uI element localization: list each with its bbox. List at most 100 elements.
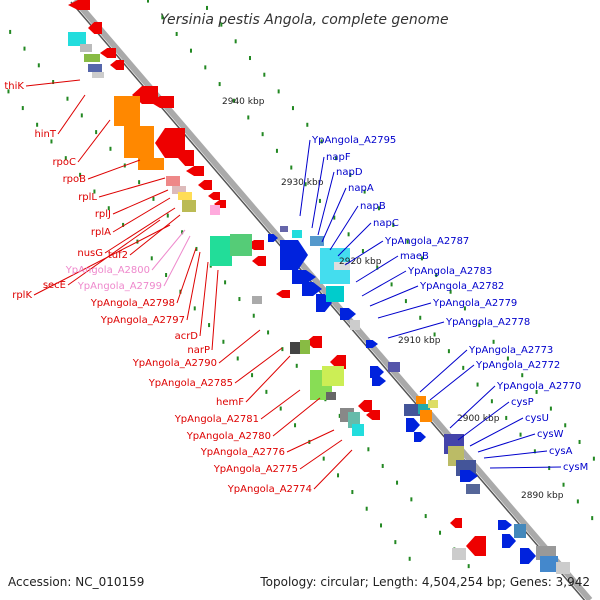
guide-dot [248,56,251,61]
gene-label[interactable]: napF [326,152,351,163]
guide-dot [506,356,509,361]
guide-dot [267,330,270,335]
leader-line [129,214,181,256]
gene-arrow [450,518,462,528]
leader-line [199,261,209,337]
gene-label[interactable]: YpAngola_A2797 [100,315,185,326]
gene-label[interactable]: secE [43,280,66,291]
gene-label[interactable]: napB [360,201,386,212]
gene-label[interactable]: thiK [4,81,24,92]
gene-label[interactable]: YpAngola_A2782 [419,281,504,292]
tick-label: 2930 kbp [281,178,324,188]
gene-label[interactable]: cysP [511,397,534,408]
gene-label[interactable]: YpAngola_A2770 [496,381,581,392]
guide-dot [410,497,413,502]
gene-label[interactable]: napA [348,183,374,194]
guide-dot [66,96,69,101]
gene-block [210,236,232,266]
gene-block [80,44,92,52]
gene-block [404,404,422,416]
guide-dot [420,256,423,261]
guide-dot [433,332,436,337]
leader-line [112,189,169,215]
gene-label[interactable]: YpAngola_A2776 [200,447,285,458]
gene-label[interactable]: maeB [400,251,429,262]
leader-line [33,224,171,296]
guide-dot [150,256,153,261]
tick-label: 2890 kbp [521,491,564,501]
gene-block [280,226,288,232]
gene-arrow [366,410,380,420]
gene-label[interactable]: cysA [549,446,573,457]
gene-label[interactable]: cysM [563,462,588,473]
gene-label[interactable]: napC [373,218,399,229]
gene-arrow [520,548,536,564]
guide-dot [347,232,350,237]
gene-label[interactable]: YpAngola_A2798 [90,298,175,309]
gene-block [418,404,430,414]
leader-line [98,177,166,198]
gene-label[interactable]: YpAngola_A2790 [132,358,217,369]
gene-label[interactable]: nusG [77,248,103,259]
guide-dot [281,347,284,352]
gene-label[interactable]: cysW [537,429,564,440]
gene-label[interactable]: YpAngola_A2779 [432,298,517,309]
guide-dot [363,189,366,194]
guide-dot [533,449,536,454]
guide-dot [419,315,422,320]
gene-label[interactable]: rplJ [95,209,111,220]
gene-label[interactable]: YpAngola_A2773 [468,345,553,356]
gene-label[interactable]: YpAngola_A2795 [311,135,396,146]
gene-label[interactable]: YpAngola_A2775 [213,464,298,475]
gene-label[interactable]: YpAngola_A2778 [445,317,530,328]
gene-label[interactable]: hinT [34,129,56,140]
gene-block [68,32,86,46]
gene-label[interactable]: tuf2 [108,250,128,261]
guide-dot [238,297,241,302]
gene-label[interactable]: rplK [12,290,32,301]
topology-text: Topology: circular; Length: 4,504,254 bp… [259,575,590,589]
leader-line [344,240,384,266]
gene-label[interactable]: YpAngola_A2780 [186,431,271,442]
gene-block [420,410,432,422]
gene-label[interactable]: YpAngola_A2787 [384,236,469,247]
gene-arrow [466,536,486,556]
gene-label[interactable]: rpoC [52,157,76,168]
gene-arrow [268,234,278,242]
gene-block [114,96,140,126]
gene-label[interactable]: YpAngola_A2799 [77,281,162,292]
gene-label[interactable]: YpAngola_A2800 [65,265,150,276]
gene-arrow [198,180,212,190]
gene-label[interactable]: rplA [91,227,111,238]
gene-label[interactable]: YpAngola_A2781 [174,414,259,425]
guide-dot [591,516,594,521]
gene-label[interactable]: YpAngola_A2774 [227,484,312,495]
leader-line [299,139,311,217]
guide-dot [21,106,24,111]
gene-label[interactable]: narP [187,345,210,356]
guide-dot [290,165,293,170]
leader-line [489,466,562,469]
gene-label[interactable]: napD [336,167,363,178]
gene-label[interactable]: rpoB [63,174,87,185]
guide-dot [318,198,321,203]
gene-label[interactable]: hemF [216,397,244,408]
gene-label[interactable]: YpAngola_A2783 [407,266,492,277]
guide-dot [439,530,442,535]
guide-dot [232,98,235,103]
guide-dot [193,306,196,311]
gene-label[interactable]: rplL [78,192,97,203]
gene-label[interactable]: YpAngola_A2785 [148,378,233,389]
gene-label[interactable]: acrD [175,331,199,342]
leader-line [234,347,283,384]
guide-dot [333,215,336,220]
gene-label[interactable]: YpAngola_A2772 [475,360,560,371]
guide-dot [294,423,297,428]
guide-dot [252,313,255,318]
leader-line [477,433,536,453]
guide-dot [277,89,280,94]
gene-label[interactable]: cysU [525,413,549,424]
leader-line [387,321,445,339]
map-title: Yersinia pestis Angola, complete genome [160,12,449,28]
